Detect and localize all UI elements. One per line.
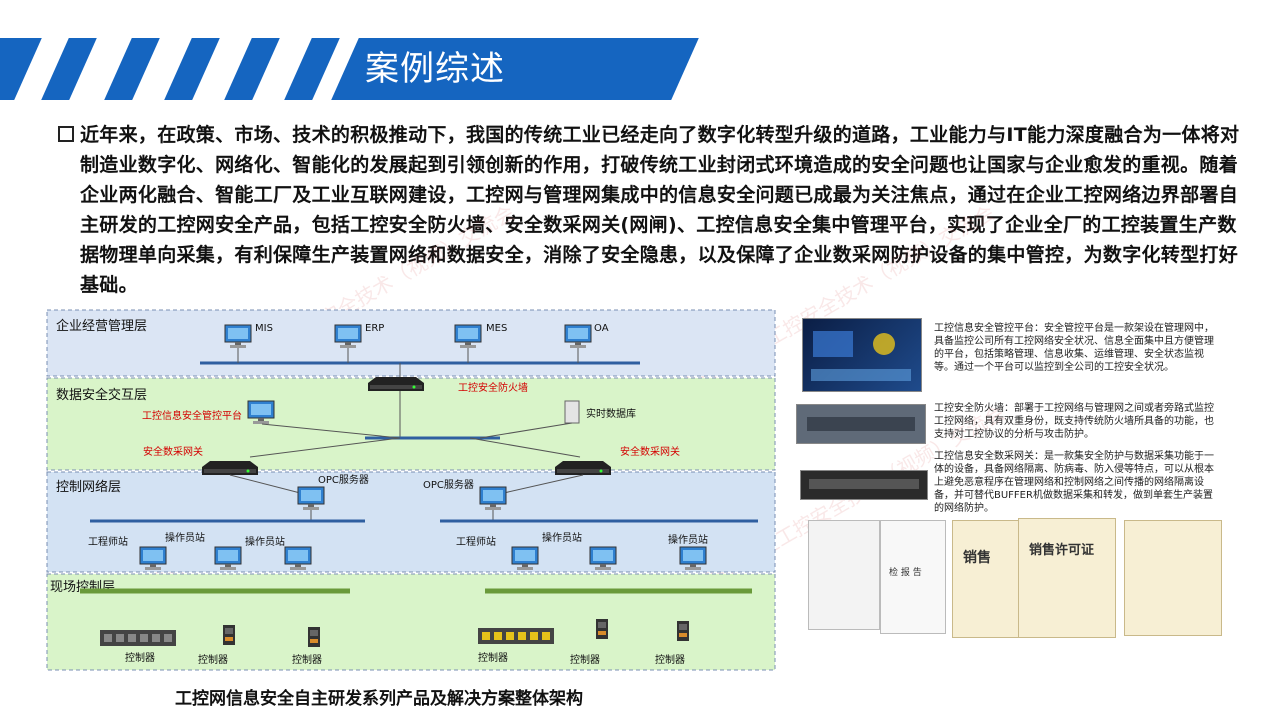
header-stripe-3	[104, 38, 160, 100]
operator-label-left-2: 操作员站	[245, 535, 285, 548]
header-stripe-2	[41, 38, 97, 100]
product-desc-gateway: 工控信息安全数采网关：是一款集安全防护与数据采集功能于一体的设备，具备网络隔离、…	[934, 451, 1214, 514]
operator-label-right-2: 操作员站	[668, 533, 708, 546]
zone-data	[46, 377, 776, 471]
certificate-doc	[808, 520, 880, 630]
gateway-icon	[555, 461, 611, 475]
controller-label: 控制器	[292, 653, 322, 666]
controller-icon	[596, 619, 608, 639]
mgmt-platform-label: 工控信息安全管控平台	[142, 409, 242, 422]
gateway-label-left: 安全数采网关	[143, 445, 203, 458]
test-report-doc: 检 报 告	[880, 520, 946, 634]
controller-icon	[677, 621, 689, 641]
zone-enterprise	[46, 309, 776, 377]
intro-paragraph: 近年来，在政策、市场、技术的积极推动下，我国的传统工业已经走向了数字化转型升级的…	[80, 124, 1240, 296]
firewall-icon	[368, 377, 424, 391]
gateway-device-image	[800, 470, 928, 500]
node-label-mis: MIS	[255, 323, 273, 334]
controller-icon	[223, 625, 235, 645]
database-server-icon	[564, 400, 580, 424]
realtime-db-label: 实时数据库	[586, 407, 636, 420]
engineer-label-right: 工程师站	[456, 535, 496, 548]
bullet-checkbox-icon	[58, 126, 74, 142]
product-desc-firewall: 工控安全防火墙：部署于工控网络与管理网之间或者旁路式监控工控网络，具有双重身份，…	[934, 403, 1214, 440]
architecture-diagram: 企业经营管理层 数据安全交互层 控制网络层 现场控制层 MIS ERP MES …	[46, 309, 776, 671]
zone-label-enterprise: 企业经营管理层	[56, 318, 147, 334]
page-title: 案例综述	[365, 49, 505, 89]
controller-rack-icon	[100, 630, 176, 646]
controller-label: 控制器	[198, 653, 228, 666]
controller-label: 控制器	[125, 651, 155, 664]
header-stripe-5	[224, 38, 280, 100]
zone-label-data: 数据安全交互层	[56, 387, 147, 403]
controller-label: 控制器	[655, 653, 685, 666]
platform-screenshot-image	[802, 318, 922, 392]
controller-label: 控制器	[570, 653, 600, 666]
controller-rack-icon	[478, 628, 554, 644]
engineer-label-left: 工程师站	[88, 535, 128, 548]
controller-label: 控制器	[478, 651, 508, 664]
product-desc-platform: 工控信息安全管控平台：安全管控平台是一款架设在管理网中，具备监控公司所有工控网络…	[934, 323, 1214, 373]
node-label-oa: OA	[594, 323, 609, 334]
report-title: 检 报 告	[889, 568, 922, 578]
firewall-label: 工控安全防火墙	[458, 381, 528, 394]
license-title-1: 销售	[963, 550, 991, 566]
header-stripe-6	[284, 38, 340, 100]
firewall-device-image	[796, 404, 926, 444]
diagram-caption: 工控网信息安全自主研发系列产品及解决方案整体架构	[175, 689, 583, 709]
opc-label-right: OPC服务器	[423, 478, 474, 491]
opc-label-left: OPC服务器	[318, 473, 369, 486]
controller-icon	[308, 627, 320, 647]
zone-label-control: 控制网络层	[56, 479, 121, 495]
operator-label-right-1: 操作员站	[542, 531, 582, 544]
operator-label-left-1: 操作员站	[165, 531, 205, 544]
node-label-erp: ERP	[365, 323, 384, 334]
sales-license-2: 销售许可证	[1018, 518, 1116, 638]
gateway-label-right: 安全数采网关	[620, 445, 680, 458]
gateway-icon	[202, 461, 258, 475]
node-label-mes: MES	[486, 323, 507, 334]
header-stripe-4	[164, 38, 220, 100]
sales-license-3	[1124, 520, 1222, 636]
license-title-2: 销售许可证	[1029, 543, 1095, 558]
header-stripe-1	[0, 38, 42, 100]
